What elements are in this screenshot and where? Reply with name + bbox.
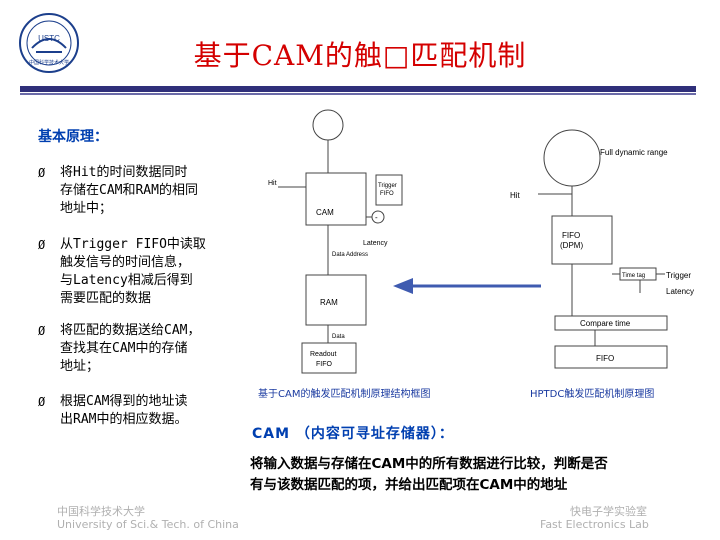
cam-description-line-1: 将输入数据与存储在CAM中的所有数据进行比较，判断是否 [250,456,608,472]
fifo-label: FIFO [596,354,614,363]
bullet-line: 地址； [60,359,100,374]
footer-lab-en: Fast Electronics Lab [540,518,649,531]
caption-right: HPTDC触发匹配机制原理图 [530,389,655,400]
title-rule-thin [20,93,696,95]
compare-time-label: Compare time [580,319,631,328]
ram-block [305,274,367,326]
cam-description-line-2: 有与该数据匹配的项，并给出匹配项在CAM中的地址 [250,477,568,493]
bullet-marker: Ø [38,238,46,252]
trigger-fifo-label-2: FIFO [380,191,394,197]
data-address-label: Data Address [332,252,368,258]
bullet-1: Ø 将Hit的时间数据同时 存储在CAM和RAM的相同 地址中； [38,164,248,218]
hit-label: Hit [268,180,277,187]
footer-lab-cn: 快电子学实验室 [570,505,647,518]
clock-circle [312,109,344,141]
section-heading: 基本原理： [38,129,108,145]
readout-fifo-label-1: Readout [310,351,337,358]
bullet-line: 查找其在CAM中的存储 [60,341,188,356]
subtractor-circle [371,210,385,224]
left-arrow-icon [393,278,543,298]
bullet-line: 将Hit的时间数据同时 [60,165,188,180]
latency-label: Latency [363,240,388,247]
fifo-dpm-label-2: (DPM) [560,241,583,250]
cam-block [305,172,367,226]
caption-left: 基于CAM的触发匹配机制原理结构框图 [258,389,431,400]
bullet-marker: Ø [38,395,46,409]
page-title: 基于CAM的触□匹配机制 [193,39,527,72]
cam-structure-diagram: Hit CAM Trigger FIFO - Latency Data Addr… [258,105,408,379]
fifo-dpm-label-1: FIFO [562,231,580,240]
data-label: Data [332,334,345,340]
bullet-marker: Ø [38,324,46,338]
ram-label: RAM [320,298,338,307]
logo-text-bottom: 中国科学技术大学 [29,59,69,66]
bullet-line: 将匹配的数据送给CAM， [60,323,201,338]
bullet-line: 需要匹配的数据 [60,291,152,306]
latency-label-2: Latency [666,287,694,296]
logo-text-top: USTC [38,34,60,43]
trigger-label: Trigger [666,271,691,280]
output-fifo-block [554,345,668,369]
hit-label-2: Hit [510,191,521,200]
bullet-line: 与Latency相减后得到 [60,273,193,288]
bullet-line: 根据CAM得到的地址读 [60,394,188,409]
bullet-2: Ø 从Trigger FIFO中读取 触发信号的时间信息， 与Latency相减… [38,236,248,308]
hptdc-diagram: Full dynamic range Hit FIFO (DPM) Time t… [500,118,700,384]
bullet-marker: Ø [38,166,46,180]
bullet-line: 触发信号的时间信息， [60,255,191,270]
footer-university-cn: 中国科学技术大学 [57,505,145,518]
readout-fifo-block [301,342,357,374]
footer-university-en: University of Sci.& Tech. of China [57,518,239,531]
trigger-fifo-label-1: Trigger [378,183,397,189]
fifo-dpm-block [551,215,613,265]
readout-fifo-label-2: FIFO [316,361,332,368]
cam-definition-heading: CAM （内容可寻址存储器）： [252,426,454,442]
compare-time-block [554,315,668,331]
full-dynamic-range-label: Full dynamic range [600,148,668,157]
cam-label: CAM [316,208,334,217]
bullet-line: 出RAM中的相应数据。 [60,412,188,427]
time-tag-label: Time tag [622,273,645,279]
university-logo: USTC 中国科学技术大学 [18,12,80,74]
dynamic-range-circle [543,129,601,187]
bullet-line: 从Trigger FIFO中读取 [60,237,206,252]
bullet-4: Ø 根据CAM得到的地址读 出RAM中的相应数据。 [38,393,248,429]
bullet-line: 存储在CAM和RAM的相同 [60,183,198,198]
title-rule [20,86,696,92]
trigger-fifo-block [375,174,403,206]
bullet-3: Ø 将匹配的数据送给CAM， 查找其在CAM中的存储 地址； [38,322,248,376]
minus-label: - [375,213,378,222]
bullet-line: 地址中； [60,201,113,216]
